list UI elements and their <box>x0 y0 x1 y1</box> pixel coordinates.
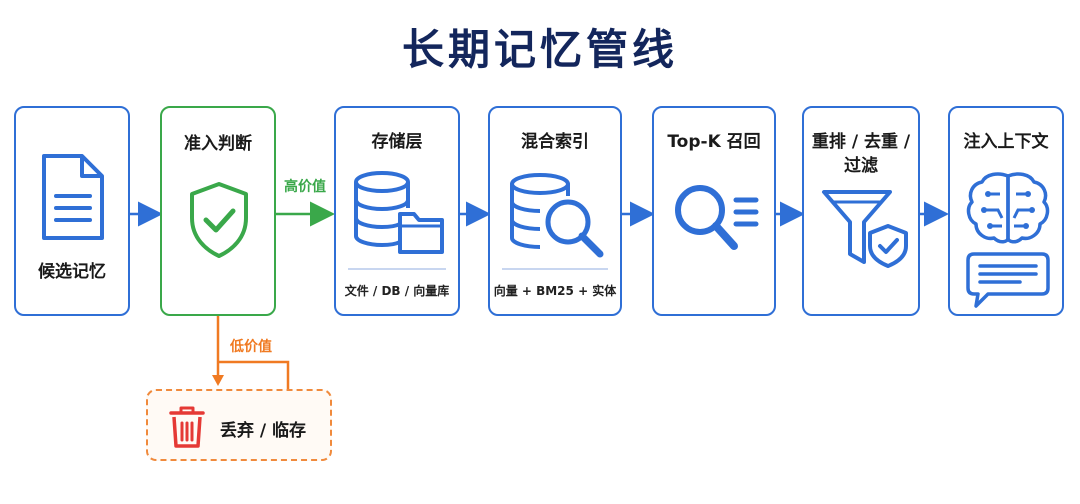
database-search-icon <box>510 173 604 258</box>
node-discard: 丢弃 / 临存 <box>146 389 332 461</box>
node-rerank-label: 重排 / 去重 / <box>811 132 911 152</box>
node-inject-label: 注入上下文 <box>963 132 1049 152</box>
search-list-icon <box>675 185 759 250</box>
node-gate: 准入判断 <box>160 106 276 316</box>
node-rerank: 重排 / 去重 / 过滤 <box>802 106 920 316</box>
funnel-shield-icon <box>822 190 908 268</box>
edge-label-high-value: 高价值 <box>284 179 326 195</box>
node-storage-divider <box>348 268 446 270</box>
node-discard-label: 丢弃 / 临存 <box>220 421 307 441</box>
node-candidate: 候选记忆 <box>14 106 130 316</box>
edge-label-low-value: 低价值 <box>230 339 272 355</box>
node-candidate-label: 候选记忆 <box>38 262 106 282</box>
node-topk: Top-K 召回 <box>652 106 776 316</box>
node-rerank-label-line2: 过滤 <box>844 156 878 176</box>
node-hybrid-index-divider <box>502 268 608 270</box>
node-inject: 注入上下文 <box>948 106 1064 316</box>
node-gate-label: 准入判断 <box>184 134 252 154</box>
trash-icon <box>169 406 205 448</box>
database-folder-icon <box>354 171 444 254</box>
node-storage-sub: 文件 / DB / 向量库 <box>344 284 450 298</box>
brain-chat-icon <box>966 172 1050 308</box>
node-storage-label: 存储层 <box>371 132 423 152</box>
node-topk-label: Top-K 召回 <box>667 132 761 152</box>
node-storage: 存储层 文件 / DB / 向量库 <box>334 106 460 316</box>
node-hybrid-index: 混合索引 向量 + BM25 + 实体 <box>488 106 622 316</box>
page-title: 长期记忆管线 <box>401 25 678 74</box>
node-hybrid-index-sub: 向量 + BM25 + 实体 <box>493 284 617 298</box>
document-icon <box>42 154 104 240</box>
shield-check-icon <box>190 182 248 258</box>
node-hybrid-index-label: 混合索引 <box>521 132 589 152</box>
